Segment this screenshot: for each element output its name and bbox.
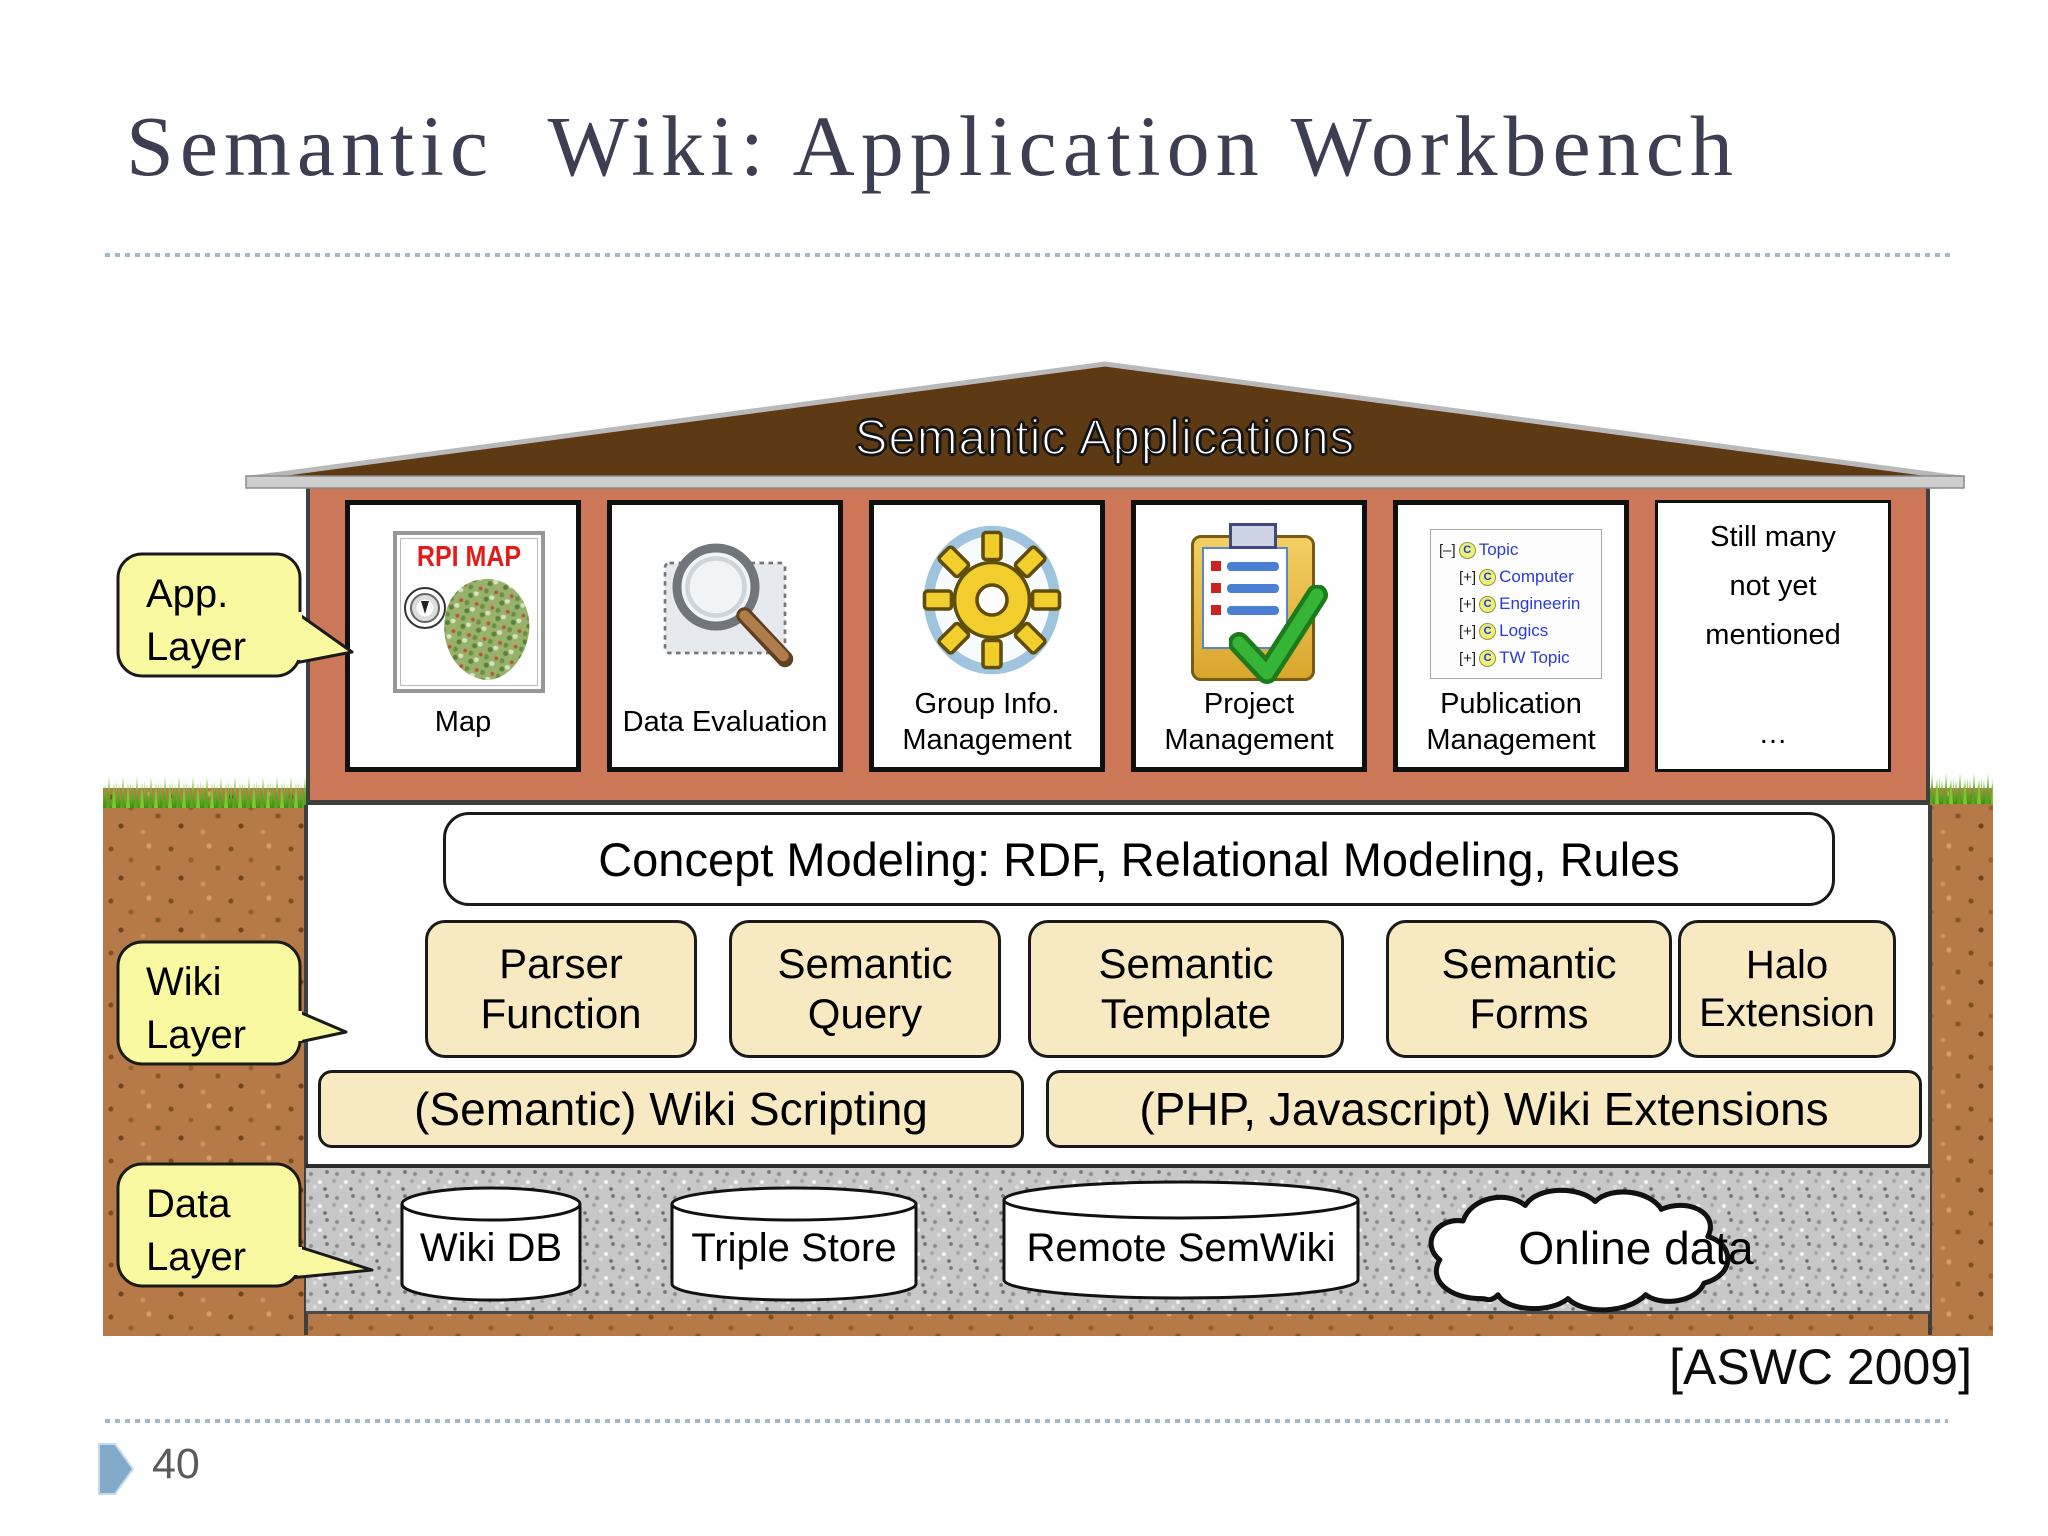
- tree-row: [–] C Topic: [1439, 540, 1593, 560]
- tree-toggle: [+]: [1459, 595, 1477, 613]
- tree-toggle: [+]: [1459, 622, 1477, 640]
- app-box-label: Project Management: [1164, 687, 1334, 756]
- module-semantic-forms: Semantic Forms: [1386, 920, 1672, 1058]
- data-layer-callout-bubble: [116, 1162, 374, 1288]
- app-layer-callout-label: App. Layer: [146, 572, 247, 669]
- house-right-outline: [1928, 805, 1932, 1335]
- triple-store-cylinder: [670, 1186, 918, 1302]
- tree-toggle: [–]: [1439, 541, 1456, 559]
- tree-label: Computer: [1499, 567, 1574, 586]
- store-label: Triple Store: [691, 1225, 897, 1270]
- remote-semwiki-cylinder: [1002, 1180, 1360, 1300]
- tree-label: Logics: [1499, 621, 1549, 640]
- class-icon: C: [1479, 595, 1497, 613]
- grass-left: [103, 770, 307, 808]
- roof-title: Semantic Applications: [854, 410, 1356, 466]
- house-left-outline: [304, 805, 308, 1335]
- green-check-icon: [1229, 585, 1328, 684]
- wiki-layer-callout-label: Wiki Layer: [146, 960, 247, 1057]
- module-semantic-query: Semantic Query: [729, 920, 1001, 1058]
- app-box-group-info: Group Info. Management: [869, 500, 1105, 772]
- online-data-cloud: [1428, 1187, 1731, 1313]
- rpi-seal-icon: [404, 587, 446, 629]
- page-title: Semantic Wiki: Application Workbench: [126, 98, 1739, 194]
- magnifier-icon: [663, 543, 794, 668]
- campus-map-icon: [432, 570, 540, 688]
- tree-row: [+] C Logics: [1459, 621, 1593, 641]
- citation: [ASWC 2009]: [1669, 1339, 1972, 1395]
- module-halo-extension: Halo Extension: [1678, 920, 1896, 1058]
- app-layer-callout-bubble: [116, 552, 354, 678]
- app-box-project: Project Management: [1131, 500, 1367, 772]
- clipboard-check-icon: [1191, 523, 1328, 691]
- tree-row: [+] C Computer: [1459, 567, 1593, 587]
- wiki-extensions-bar: (PHP, Javascript) Wiki Extensions: [1046, 1070, 1922, 1148]
- page-number: 40: [152, 1440, 200, 1488]
- roof: [245, 361, 1965, 489]
- title-divider: [105, 253, 1950, 257]
- class-icon: C: [1479, 568, 1497, 586]
- app-box-more: Still many not yet mentioned …: [1655, 500, 1891, 772]
- tree-toggle: [+]: [1459, 649, 1477, 667]
- module-semantic-template: Semantic Template: [1028, 920, 1344, 1058]
- class-icon: C: [1479, 649, 1497, 667]
- wiki-db-cylinder: [400, 1186, 582, 1302]
- tree-label: Engineerin: [1499, 594, 1581, 613]
- tree-toggle: [+]: [1459, 568, 1477, 586]
- concept-modeling-bar: Concept Modeling: RDF, Relational Modeli…: [443, 812, 1835, 906]
- wiki-scripting-bar: (Semantic) Wiki Scripting: [318, 1070, 1024, 1148]
- app-box-data-evaluation: Data Evaluation: [607, 500, 843, 772]
- grass-right: [1926, 766, 1993, 804]
- tree-label: Topic: [1478, 540, 1519, 559]
- more-apps-text: Still many not yet mentioned …: [1705, 520, 1841, 750]
- cloud-label: Online data: [1518, 1222, 1754, 1274]
- app-box-label: Data Evaluation: [622, 705, 828, 738]
- rpi-map-icon: RPI MAP: [393, 531, 545, 693]
- tree-row: [+] C Engineerin: [1459, 594, 1593, 614]
- tree-row: [+] C TW Topic: [1459, 648, 1593, 668]
- app-box-label: Publication Management: [1426, 687, 1596, 756]
- store-label: Wiki DB: [419, 1225, 563, 1270]
- class-icon: C: [1479, 622, 1497, 640]
- store-label: Remote SemWiki: [1026, 1225, 1336, 1270]
- data-layer-callout-label: Data Layer: [146, 1182, 247, 1279]
- class-icon: C: [1458, 541, 1476, 559]
- app-box-publication: [–] C Topic [+] C Computer [+] C Enginee…: [1393, 500, 1629, 772]
- rpi-map-title: RPI MAP: [416, 540, 522, 574]
- app-box-map: RPI MAP Map: [345, 500, 581, 772]
- wiki-layer-callout-bubble: [116, 940, 348, 1066]
- footer-divider: [105, 1419, 1948, 1423]
- app-box-label: Group Info. Management: [902, 687, 1072, 756]
- app-box-label: Map: [434, 705, 492, 738]
- gear-icon: [922, 525, 1062, 675]
- topic-tree-icon: [–] C Topic [+] C Computer [+] C Enginee…: [1430, 529, 1602, 679]
- module-parser-function: Parser Function: [425, 920, 697, 1058]
- page-arrow-icon: [98, 1443, 135, 1495]
- tree-label: TW Topic: [1499, 648, 1570, 667]
